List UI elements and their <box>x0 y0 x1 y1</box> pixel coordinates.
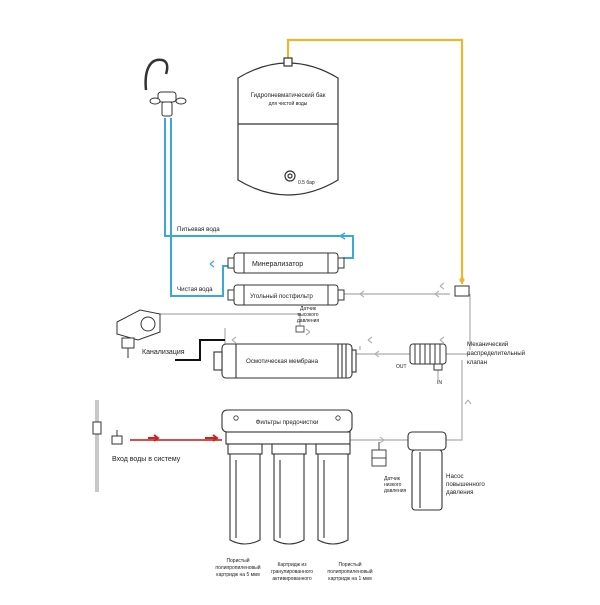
clean-water-line <box>170 118 232 297</box>
drinking-water-label: Питьевая вода <box>177 226 220 233</box>
tank-pressure-label: 0.5 бар <box>298 180 315 186</box>
cartridge-1-caption-3: картридж на 5 мкм <box>216 572 260 578</box>
tank-supply-line <box>286 38 464 284</box>
inlet-fittings <box>92 421 123 445</box>
cartridge-2-caption-3: активированного <box>272 576 312 582</box>
carbon-postfilter-cartridge <box>227 284 345 306</box>
high-pressure-sensor-label-3: давления <box>297 318 319 324</box>
cartridge-3-caption-2: полипропиленовый <box>327 568 372 575</box>
valve-label-2: распределительный <box>467 350 526 357</box>
cartridge-1-caption-1: Пористый <box>226 557 249 564</box>
carbon-postfilter-label: Угольный постфильтр <box>250 293 313 300</box>
flow-arrows-grey <box>231 282 472 444</box>
low-pressure-sensor-label-1: Датчик <box>384 476 401 482</box>
high-pressure-sensor-label-2: высокого <box>297 312 318 318</box>
valve-in-label: IN <box>437 380 442 386</box>
cartridge-2-caption-2: гранулированного <box>271 569 313 575</box>
pump-label-3: давления <box>446 489 473 496</box>
prefilter-label: Фильтры предочистки <box>256 419 319 426</box>
prefilter-cartridge-3 <box>315 443 351 545</box>
valve-label-3: клапан <box>467 359 487 366</box>
prefilter-cartridge-2 <box>271 443 307 545</box>
membrane-label: Осмотическая мембрана <box>246 358 319 365</box>
prefilter-bracket <box>221 409 353 445</box>
drain-label: Канализация <box>142 349 185 356</box>
mineralizer-cartridge <box>227 252 345 274</box>
inlet-label: Вход воды в систему <box>112 456 181 463</box>
valve-out-label: OUT <box>396 364 407 370</box>
inlet-arrows <box>148 434 219 442</box>
pump-label-1: Насос <box>446 473 464 480</box>
pump-label-2: повышенного <box>446 481 485 488</box>
valve-label-1: Механический <box>467 341 509 348</box>
cartridge-1-caption-2: полипропиленовый <box>215 564 260 571</box>
drain-line <box>175 339 225 361</box>
prefilter-cartridge-1 <box>227 443 263 545</box>
low-pressure-sensor-label-2: низкого <box>384 482 402 488</box>
cartridge-3-caption-1: Пористый <box>338 561 361 568</box>
drinking-water-line <box>164 118 354 259</box>
high-pressure-sensor-label-1: Датчик <box>300 306 317 312</box>
clean-water-label: Чистая вода <box>177 286 213 293</box>
drinking-water-arrows <box>209 232 348 268</box>
cartridge-3-caption-3: картридж на 1 мкм <box>328 576 372 582</box>
cartridge-2-caption-1: Картридж из <box>278 562 308 568</box>
high-pressure-sensor <box>295 325 305 333</box>
prefilter-bracket-holes <box>233 415 341 421</box>
tee-junction <box>454 277 470 297</box>
hydro-tank <box>237 57 339 196</box>
low-pressure-sensor <box>371 442 387 467</box>
faucet <box>144 58 187 117</box>
tank-title-line2: для чистой воды <box>269 100 308 107</box>
distribution-valve <box>409 343 447 371</box>
booster-pump <box>407 431 447 511</box>
tank-title-line1: Гидропневматический бак <box>251 92 326 99</box>
drain-clamp <box>116 309 161 358</box>
osmotic-membrane-housing <box>213 343 357 379</box>
low-pressure-sensor-label-3: давления <box>384 488 406 494</box>
mineralizer-label: Минерализатор <box>252 261 303 268</box>
